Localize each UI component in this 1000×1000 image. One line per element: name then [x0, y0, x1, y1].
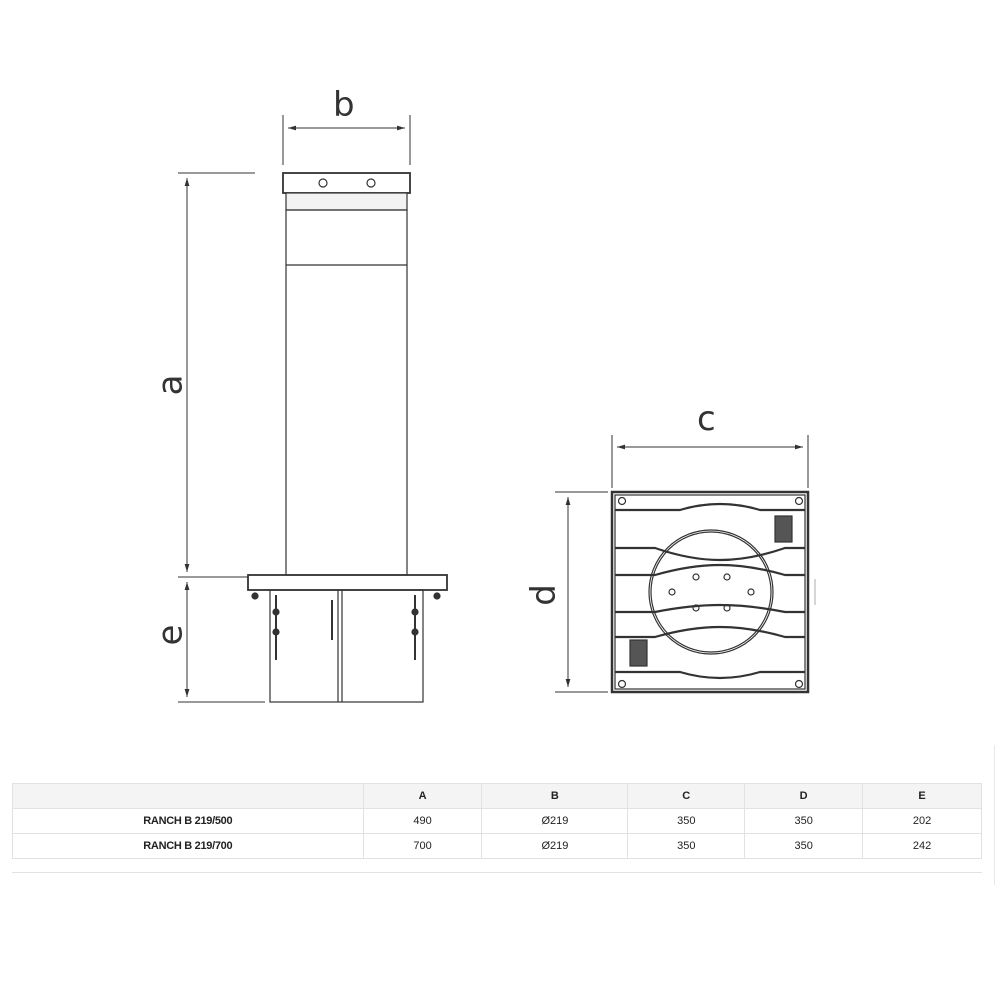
model-name: RANCH B 219/700 [12, 833, 364, 859]
dimension-label-c: c [697, 399, 716, 439]
divider [994, 745, 995, 885]
dimension-label-b: b [333, 85, 355, 125]
dimension-label-d: d [523, 584, 564, 606]
technical-drawing [178, 115, 816, 703]
header-cell: A [362, 783, 483, 809]
dimension-lines [178, 115, 809, 703]
header-cell: D [744, 783, 864, 809]
header-cell: E [862, 783, 982, 809]
dimension-label-e: e [150, 624, 191, 646]
cell: 350 [744, 833, 864, 859]
cell: 490 [362, 808, 483, 834]
bollard-side-view [247, 172, 448, 703]
header-cell [12, 783, 364, 809]
model-name: RANCH B 219/500 [12, 808, 364, 834]
cell: 350 [627, 833, 746, 859]
divider [12, 872, 982, 873]
cell: Ø219 [481, 833, 629, 859]
cell: Ø219 [481, 808, 629, 834]
table-header-row: A B C D E [12, 783, 982, 809]
cell: 242 [862, 833, 982, 859]
table-row: RANCH B 219/700 700 Ø219 350 350 242 [12, 833, 982, 859]
cell: 350 [627, 808, 746, 834]
cell: 350 [744, 808, 864, 834]
table-row: RANCH B 219/500 490 Ø219 350 350 202 [12, 808, 982, 834]
cell: 700 [362, 833, 483, 859]
header-cell: B [481, 783, 629, 809]
base-plate-top-view [610, 490, 816, 694]
dimensions-table: A B C D E RANCH B 219/500 490 Ø219 350 3… [12, 783, 982, 859]
header-cell: C [627, 783, 746, 809]
cell: 202 [862, 808, 982, 834]
dimension-label-a: a [150, 374, 191, 396]
